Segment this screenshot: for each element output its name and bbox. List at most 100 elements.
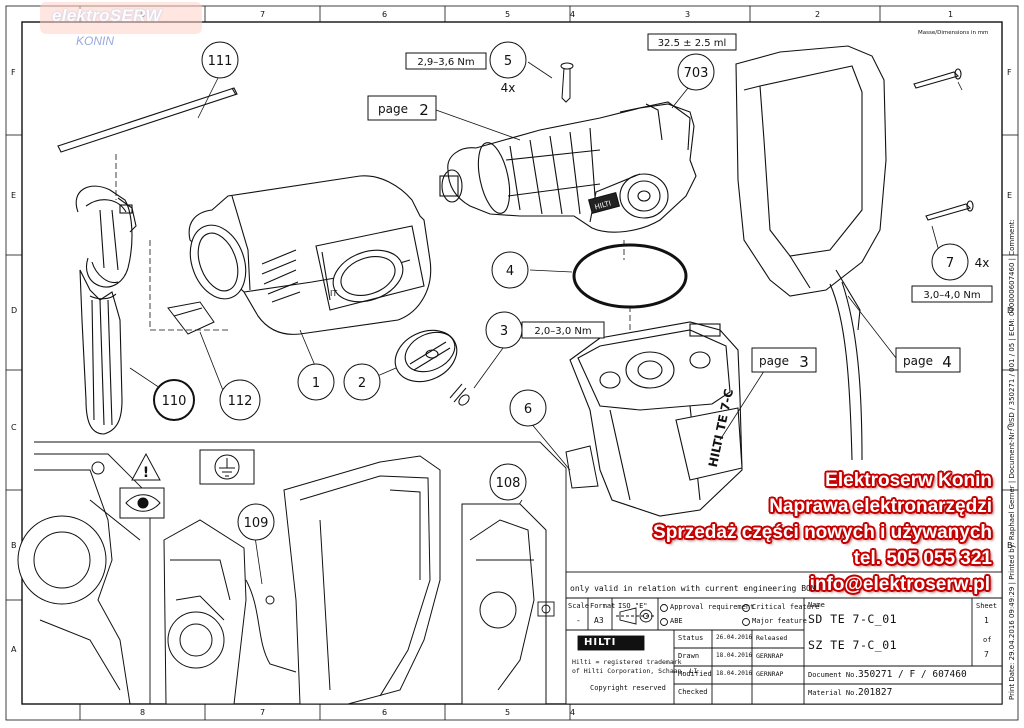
scale-value: - xyxy=(576,616,581,625)
main-housing-page-4 xyxy=(735,45,974,461)
torque-box-5 xyxy=(405,52,487,70)
title-block-frame xyxy=(537,571,1003,705)
status-value: Released xyxy=(756,634,788,642)
callout-108 xyxy=(489,463,527,501)
promo-line: Elektroserw Konin xyxy=(825,470,992,491)
callout-110-label: 110 xyxy=(162,394,187,409)
callout-109-label: 109 xyxy=(244,516,269,531)
sheet-label: Sheet xyxy=(976,602,998,610)
drawing-name-1: SD TE 7-C_01 xyxy=(808,612,898,626)
callout-110 xyxy=(153,379,195,421)
page-3-number: 3 xyxy=(799,353,809,371)
callout-111-label: 111 xyxy=(208,54,233,69)
torque-7-text: 3,0–4,0 Nm xyxy=(923,290,980,301)
drawn-date: 18.04.2016 xyxy=(716,652,753,659)
callout-109 xyxy=(237,503,275,541)
col-label: 4 xyxy=(570,708,575,717)
document-label: Document No. xyxy=(808,671,859,679)
callout-1-label: 1 xyxy=(312,376,320,391)
callout-6 xyxy=(509,389,547,427)
callout-bubbles xyxy=(153,33,993,541)
col-label: 3 xyxy=(685,10,690,19)
volume-box-703 xyxy=(647,33,737,51)
page-3-word: page xyxy=(759,354,789,368)
cover-cap-part-2 xyxy=(394,329,458,383)
callout-5-qty: 4x xyxy=(501,81,516,95)
watermark-brand: elektroSERW xyxy=(52,6,162,25)
svg-text:IT: IT xyxy=(330,289,337,298)
promo-line: tel. 505 055 321 xyxy=(853,548,992,569)
modified-label: Modified xyxy=(678,670,712,678)
status-date: 26.04.2016 xyxy=(716,634,753,641)
torque-box-3 xyxy=(521,321,605,339)
page-box-4 xyxy=(895,347,961,373)
status-label: Status xyxy=(678,634,704,642)
promo-email-link[interactable]: info@elektroserw.pl xyxy=(809,574,990,595)
callout-112-label: 112 xyxy=(228,394,253,409)
trademark-line-2: of Hilti Corporation, Schaan, LI xyxy=(572,667,698,675)
page-2-number: 2 xyxy=(419,101,429,119)
page-box-2 xyxy=(367,95,437,121)
col-label: 5 xyxy=(505,708,510,717)
callout-111 xyxy=(201,41,239,79)
of-label: of xyxy=(983,636,992,644)
scale-label: Scale xyxy=(568,602,590,610)
format-value: A3 xyxy=(594,616,604,625)
units-label: Masse/Dimensions in mm xyxy=(918,30,988,36)
material-number: 201827 xyxy=(858,687,893,698)
callout-3-label: 3 xyxy=(500,324,508,339)
format-label: Format xyxy=(590,602,616,610)
hilti-logo-text: HILTI xyxy=(584,637,617,648)
modified-by: GERNRAP xyxy=(756,670,784,678)
plate-part-6 xyxy=(565,445,599,489)
modified-date: 18.04.2016 xyxy=(716,670,753,677)
callout-5 xyxy=(489,41,527,79)
material-label: Material No. xyxy=(808,689,859,697)
promo-line: Naprawa elektronarzędzi xyxy=(769,496,992,517)
approval-requirement-label: Approval requirement xyxy=(670,603,755,611)
torque-box-7 xyxy=(911,285,993,303)
hilti-logo xyxy=(577,635,645,651)
screw-part-3 xyxy=(449,383,470,406)
side-handle-assembly xyxy=(57,87,238,435)
page-box-3 xyxy=(751,347,817,373)
callout-112 xyxy=(219,379,261,421)
of-value: 7 xyxy=(984,650,989,659)
page-2-word: page xyxy=(378,102,408,116)
gearbox-page-3: HILTI TE 7-C xyxy=(569,321,743,517)
name-label: Name xyxy=(808,601,825,609)
row-label: D xyxy=(1007,306,1013,315)
sheet-value: 1 xyxy=(984,616,989,625)
row-label: F xyxy=(1007,68,1012,77)
col-label: 2 xyxy=(815,10,820,19)
watermark-city: KONIN xyxy=(76,34,115,48)
row-label: C xyxy=(11,423,17,432)
col-label: 6 xyxy=(382,10,387,19)
critical-feature-label: Critical feature xyxy=(752,603,820,611)
svg-text:!: ! xyxy=(143,465,149,481)
print-side-note: Print Date: 29.04.2016 09:49:29 | Printe… xyxy=(1008,219,1016,700)
callout-703-label: 703 xyxy=(684,66,709,81)
callout-7 xyxy=(931,243,969,281)
callout-5-label: 5 xyxy=(504,54,512,69)
col-label: 6 xyxy=(382,708,387,717)
watermark-badge xyxy=(40,2,202,34)
lower-detail-views: ! xyxy=(17,441,567,705)
col-label: 7 xyxy=(260,10,265,19)
callout-108-label: 108 xyxy=(496,476,521,491)
abe-label: ABE xyxy=(670,617,683,625)
drawing-name-2: SZ TE 7-C_01 xyxy=(808,638,898,652)
col-label: 8 xyxy=(140,708,145,717)
callout-2 xyxy=(343,363,381,401)
row-label: C xyxy=(1007,423,1013,432)
row-label: E xyxy=(11,191,16,200)
callout-4 xyxy=(491,251,529,289)
trademark-line-1: Hilti = registered trademark xyxy=(572,658,682,666)
drawn-label: Drawn xyxy=(678,652,700,660)
checked-label: Checked xyxy=(678,688,708,696)
row-label: E xyxy=(1007,191,1012,200)
callout-703 xyxy=(677,53,715,91)
document-number: 350271 / F / 607460 xyxy=(858,669,967,680)
